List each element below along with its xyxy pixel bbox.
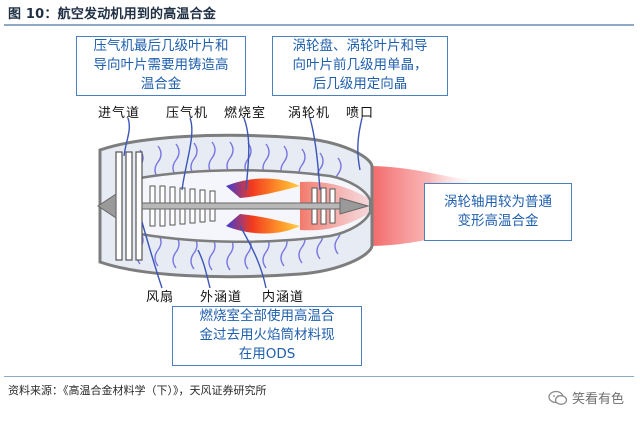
combustion-flame-lower	[226, 214, 300, 234]
watermark: 笑看有色	[548, 388, 624, 407]
label-pointers-top	[123, 117, 363, 191]
engine-shaft	[141, 202, 343, 210]
label-nozzle: 喷口	[346, 106, 375, 121]
nose-cone	[97, 193, 117, 219]
figure-title: 图 10：航空发动机用到的高温合金	[8, 7, 217, 22]
tail-cone	[339, 197, 370, 215]
callout-compressor-blades: 压气机最后几级叶片和 导向叶片需要用铸造高 温合金	[76, 36, 246, 96]
title-divider	[4, 24, 634, 26]
label-combustor: 燃烧室	[224, 106, 267, 121]
combustion-flame-upper	[226, 178, 300, 198]
label-compressor: 压气机	[166, 106, 209, 121]
label-pointers-bottom	[141, 221, 267, 289]
callout-combustor: 燃烧室全部使用高温合 金过去用火焰筒材料现 在用ODS	[172, 306, 362, 366]
label-outer-duct: 外涵道	[200, 290, 243, 305]
callout-turbine-shaft: 涡轮轴用较为普通 变形高温合金	[424, 183, 572, 241]
callout-turbine: 涡轮盘、涡轮叶片和导 向叶片前几级用单晶， 后几级用定向晶	[272, 36, 448, 96]
watermark-text: 笑看有色	[572, 392, 625, 407]
source-note: 资料来源：《高温合金材料学（下）》，天风证券研究所	[8, 384, 267, 397]
footer-divider	[4, 376, 634, 377]
fan-blades	[115, 151, 143, 261]
label-turbine: 涡轮机	[288, 106, 331, 121]
label-inner-duct: 内涵道	[262, 290, 305, 305]
label-fan: 风扇	[146, 290, 175, 305]
label-inlet: 进气道	[98, 106, 141, 121]
wechat-icon	[548, 390, 568, 405]
